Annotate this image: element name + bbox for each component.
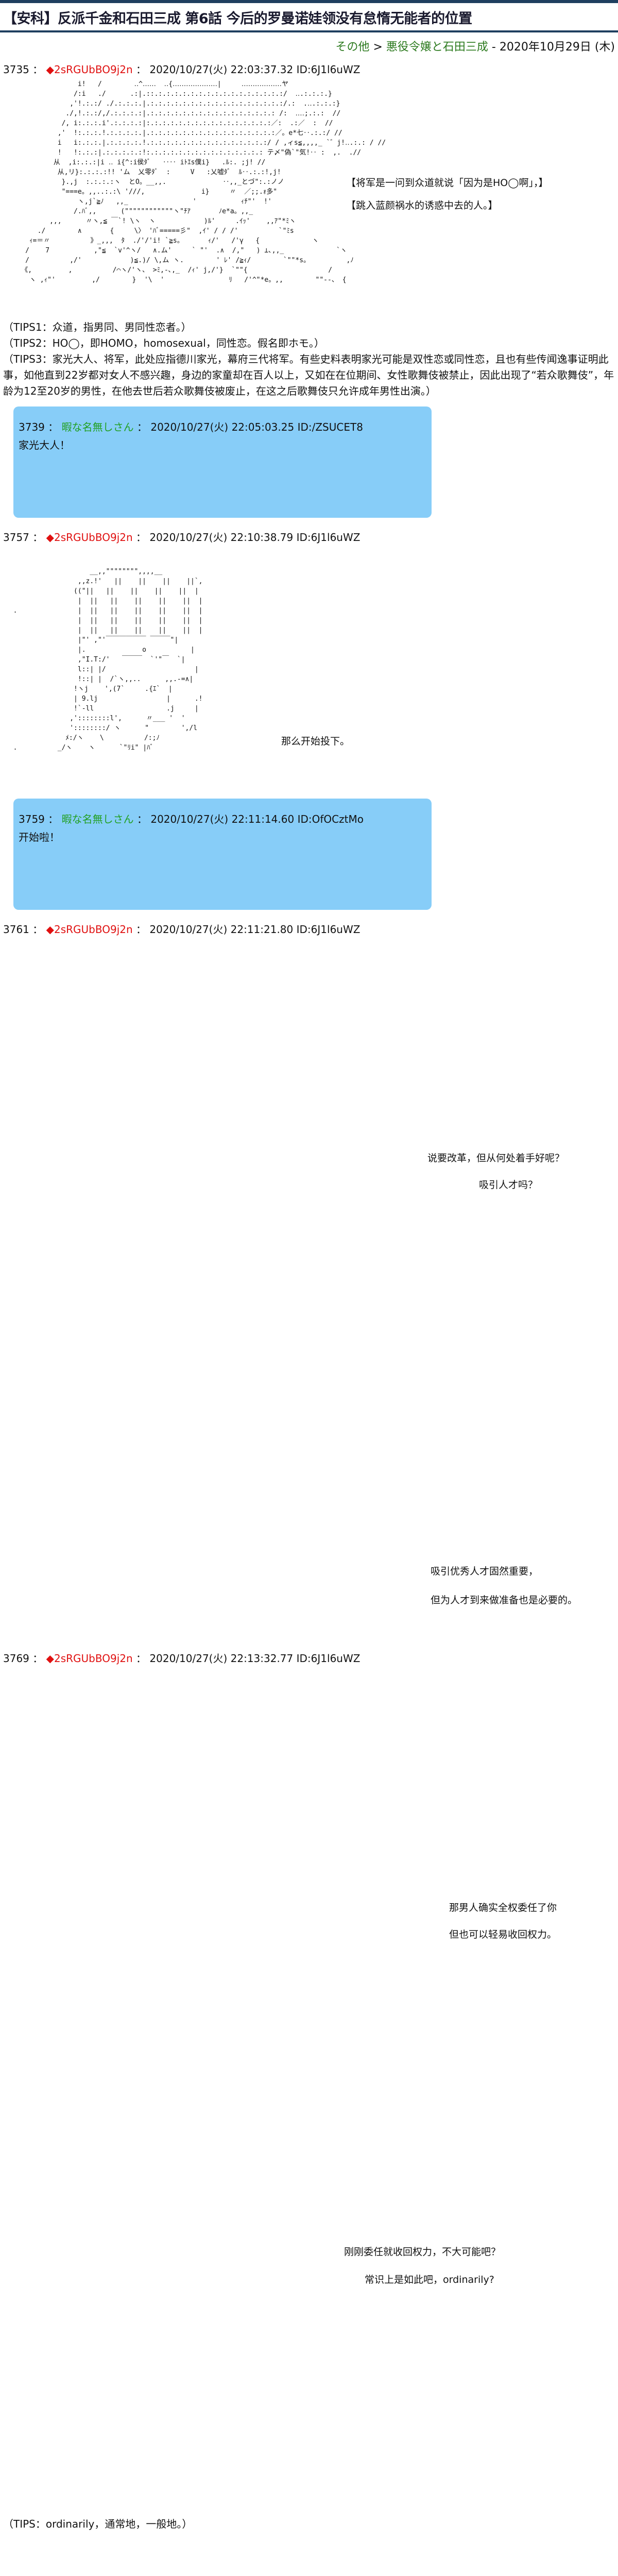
post-number: 3769: [3, 1652, 29, 1665]
page-title: 【安科】反派千金和石田三成 第6話 今后的罗曼诺娃领没有怠惰无能者的位置: [0, 3, 618, 32]
post-header: 3761 ： ◆2sRGUbBO9j2n ： 2020/10/27(火) 22:…: [3, 923, 360, 936]
ascii-art: __,,"""""""",,,,__ ,,z.!' || || || ||`, …: [13, 568, 203, 752]
post-id: ID:/ZSUCET8: [297, 421, 363, 433]
reply-post-3739: 3739 ： 暇な名無しさん ： 2020/10/27(火) 22:05:03.…: [13, 406, 432, 518]
dialogue-line: 【将军是一问到众道就说「因为是HO◯啊」，】: [346, 177, 548, 189]
tips-notes: （TIPS1：众道，指男同、男同性恋者。） （TIPS2：HO◯，即HOMO，h…: [0, 316, 618, 402]
breadcrumb-date: - 2020年10月29日 (木): [488, 41, 615, 54]
post-id: ID:6J1l6uWZ: [296, 63, 360, 76]
post-id: ID:6J1l6uWZ: [296, 1652, 360, 1665]
ascii-art-panel: __,,"""""""",,,,__ ,,z.!' || || || ||`, …: [0, 547, 618, 794]
dialogue-line: 【跳入蓝颜祸水的诱惑中去的人。】: [346, 200, 498, 211]
post-id: ID:6J1l6uWZ: [296, 531, 360, 544]
breadcrumb: その他 > 悪役令嬢と石田三成 - 2020年10月29日 (木): [0, 32, 618, 56]
post-timestamp: 2020/10/27(火) 22:13:32.77: [149, 1652, 294, 1665]
reply-post-3759: 3759 ： 暇な名無しさん ： 2020/10/27(火) 22:11:14.…: [13, 799, 432, 910]
post-number: 3739: [19, 421, 45, 433]
post-timestamp: 2020/10/27(火) 22:11:14.60: [150, 813, 295, 825]
post-header: 3757 ： ◆2sRGUbBO9j2n ： 2020/10/27(火) 22:…: [3, 531, 360, 544]
post-timestamp: 2020/10/27(火) 22:11:21.80: [149, 923, 294, 936]
ascii-art: i! / ‥^‥‥‥ ‥{‥‥‥‥‥‥‥‥‥‥| ‥‥‥‥‥‥‥‥‥ヤ /:i …: [21, 80, 386, 284]
post-id: ID:6J1l6uWZ: [296, 923, 360, 936]
reply-header: 3739 ： 暇な名無しさん ： 2020/10/27(火) 22:05:03.…: [19, 421, 363, 433]
post-3757: 3757 ： ◆2sRGUbBO9j2n ： 2020/10/27(火) 22:…: [0, 524, 618, 794]
tip-line: （TIPS1：众道，指男同、男同性恋者。）: [3, 321, 192, 333]
ascii-art-panel: 说要改革，但从何处着手好呢？ 吸引人才吗？ 吸引优秀人才固然重要， 但为人才到来…: [0, 939, 618, 1645]
post-author: ◆2sRGUbBO9j2n: [46, 63, 133, 76]
reply-header: 3759 ： 暇な名無しさん ： 2020/10/27(火) 22:11:14.…: [19, 813, 364, 825]
dialogue-line: 但也可以轻易收回权力。: [449, 1929, 557, 1940]
post-author: ◆2sRGUbBO9j2n: [46, 531, 133, 544]
dialogue-line: 但为人才到来做准备也是必要的。: [431, 1595, 578, 1606]
reply-body: 开始啦！: [19, 831, 60, 843]
dialogue-line: 吸引优秀人才固然重要，: [431, 1566, 539, 1577]
tip-line: （TIPS2：HO◯，即HOMO，homosexual，同性恋。假名即ホモ。）: [3, 337, 324, 349]
post-3769: 3769 ： ◆2sRGUbBO9j2n ： 2020/10/27(火) 22:…: [0, 1645, 618, 2576]
tip-line: （TIPS：ordinarily，通常地，一般地。）: [3, 2518, 193, 2530]
breadcrumb-category[interactable]: その他: [335, 41, 370, 54]
dialogue-line: 刚刚委任就收回权力，不大可能吧？: [344, 2246, 501, 2258]
ascii-art-panel: i! / ‥^‥‥‥ ‥{‥‥‥‥‥‥‥‥‥‥| ‥‥‥‥‥‥‥‥‥ヤ /:i …: [0, 79, 618, 316]
post-id: ID:OfOCztMo: [297, 813, 364, 825]
ascii-art-panel: 那男人确实全权委任了你 但也可以轻易收回权力。 刚刚委任就收回权力，不大可能吧？…: [0, 1668, 618, 2513]
breadcrumb-separator: >: [369, 41, 386, 54]
tips-notes: （TIPS：ordinarily，通常地，一般地。）: [0, 2513, 618, 2535]
dialogue-line: 常识上是如此吧，ordinarily?: [365, 2274, 494, 2285]
post-author: 暇な名無しさん: [61, 421, 134, 433]
header-bar: [0, 0, 618, 3]
post-header: 3769 ： ◆2sRGUbBO9j2n ： 2020/10/27(火) 22:…: [3, 1652, 360, 1665]
post-3735: 3735 ： ◆2sRGUbBO9j2n ： 2020/10/27(火) 22:…: [0, 56, 618, 402]
post-timestamp: 2020/10/27(火) 22:05:03.25: [150, 421, 295, 433]
post-number: 3735: [3, 63, 29, 76]
post-author: 暇な名無しさん: [61, 813, 134, 825]
post-number: 3759: [19, 813, 45, 825]
post-number: 3761: [3, 923, 29, 936]
dialogue-line: 吸引人才吗？: [479, 1179, 538, 1191]
post-header: 3735 ： ◆2sRGUbBO9j2n ： 2020/10/27(火) 22:…: [3, 63, 360, 76]
post-timestamp: 2020/10/27(火) 22:10:38.79: [149, 531, 294, 544]
post-number: 3757: [3, 531, 29, 544]
dialogue-line: 那男人确实全权委任了你: [449, 1902, 557, 1913]
post-timestamp: 2020/10/27(火) 22:03:37.32: [149, 63, 294, 76]
breadcrumb-series[interactable]: 悪役令嬢と石田三成: [386, 41, 488, 54]
post-author: ◆2sRGUbBO9j2n: [46, 923, 133, 936]
reply-body: 家光大人！: [19, 439, 70, 451]
post-3761: 3761 ： ◆2sRGUbBO9j2n ： 2020/10/27(火) 22:…: [0, 916, 618, 1645]
ascii-art-panel: 过紧抓你了，不要分神跟别人。 受损而在他面前进谗言，然后轻易迷惑住他。: [0, 2535, 618, 2576]
post-author: ◆2sRGUbBO9j2n: [46, 1652, 133, 1665]
dialogue-line: 那么开始投下。: [281, 736, 350, 747]
dialogue-line: 说要改革，但从何处着手好呢？: [427, 1153, 565, 1164]
tip-line: （TIPS3：家光大人、将军，此处应指德川家光，幕府三代将军。有些史料表明家光可…: [3, 353, 614, 397]
